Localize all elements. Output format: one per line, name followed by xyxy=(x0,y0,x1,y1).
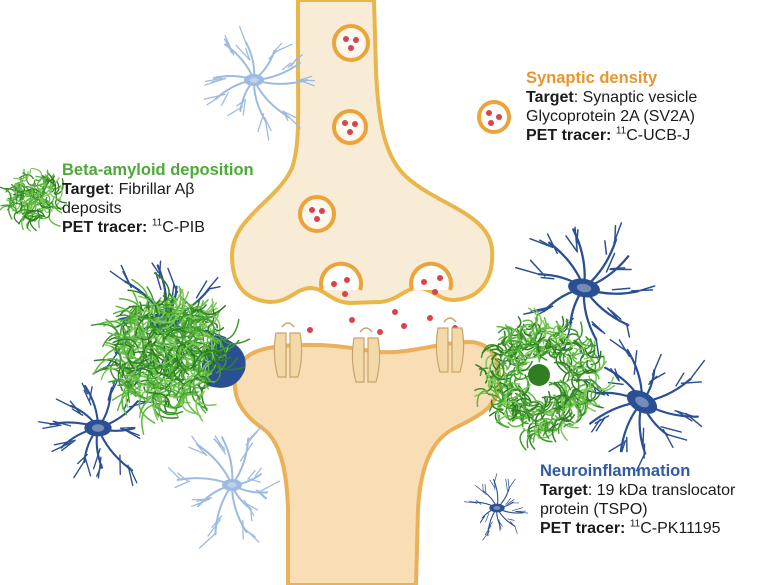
microglia-icon xyxy=(38,377,153,487)
amyloid-plaque xyxy=(90,272,251,435)
astrocyte-icon xyxy=(203,25,316,141)
neuro-tracer-label: PET tracer: xyxy=(540,520,626,537)
amyloid-legend-icon xyxy=(0,167,68,232)
docking-vesicles xyxy=(319,261,453,291)
beta-amyloid-label: Beta-amyloid deposition Target: Fibrilla… xyxy=(62,161,254,237)
amyloid-target-text-2: deposits xyxy=(62,200,122,217)
neuro-heading: Neuroinflammation xyxy=(540,462,691,480)
amyloid-target-text: : Fibrillar Aβ xyxy=(109,181,195,198)
amyloid-plaque xyxy=(474,307,616,451)
sv2a-vesicle-icon xyxy=(477,100,511,134)
microglia-icon xyxy=(584,338,706,472)
synaptic-vesicles xyxy=(298,24,370,233)
neuro-target-text-2: protein (TSPO) xyxy=(540,501,648,518)
microglia-legend-icon xyxy=(463,473,529,541)
synaptic-target-text: : Synaptic vesicle xyxy=(573,89,698,106)
neuro-target-text: : 19 kDa translocator xyxy=(587,482,736,499)
synaptic-tracer-name: C-UCB-J xyxy=(626,127,691,144)
synaptic-density-label: Synaptic density Target: Synaptic vesicl… xyxy=(526,69,697,145)
astrocyte-icon xyxy=(167,425,280,549)
synaptic-target-text-2: Glycoprotein 2A (SV2A) xyxy=(526,108,695,125)
receptor-icon xyxy=(435,317,465,373)
synaptic-target-label: Target xyxy=(526,89,574,106)
amyloid-heading: Beta-amyloid deposition xyxy=(62,161,254,179)
amyloid-tracer-label: PET tracer: xyxy=(62,219,148,236)
neuro-tracer-isotope: 11 xyxy=(629,518,641,530)
synaptic-tracer-label: PET tracer: xyxy=(526,127,612,144)
microglia-icon xyxy=(515,222,656,359)
amyloid-target-label: Target xyxy=(62,181,110,198)
amyloid-tracer-name: C-PIB xyxy=(162,219,205,236)
synaptic-heading: Synaptic density xyxy=(526,69,658,87)
neuro-target-label: Target xyxy=(540,482,588,499)
receptor-icon xyxy=(273,322,303,378)
presynaptic-terminal xyxy=(229,0,495,306)
postsynaptic-terminal xyxy=(232,339,501,585)
neuro-tracer-name: C-PK11195 xyxy=(640,520,721,537)
amyloid-tracer-isotope: 11 xyxy=(151,217,163,229)
neuroinflammation-label: Neuroinflammation Target: 19 kDa translo… xyxy=(540,462,735,538)
receptor-icon xyxy=(351,327,381,383)
synaptic-tracer-isotope: 11 xyxy=(615,125,627,137)
receptors xyxy=(273,317,465,383)
